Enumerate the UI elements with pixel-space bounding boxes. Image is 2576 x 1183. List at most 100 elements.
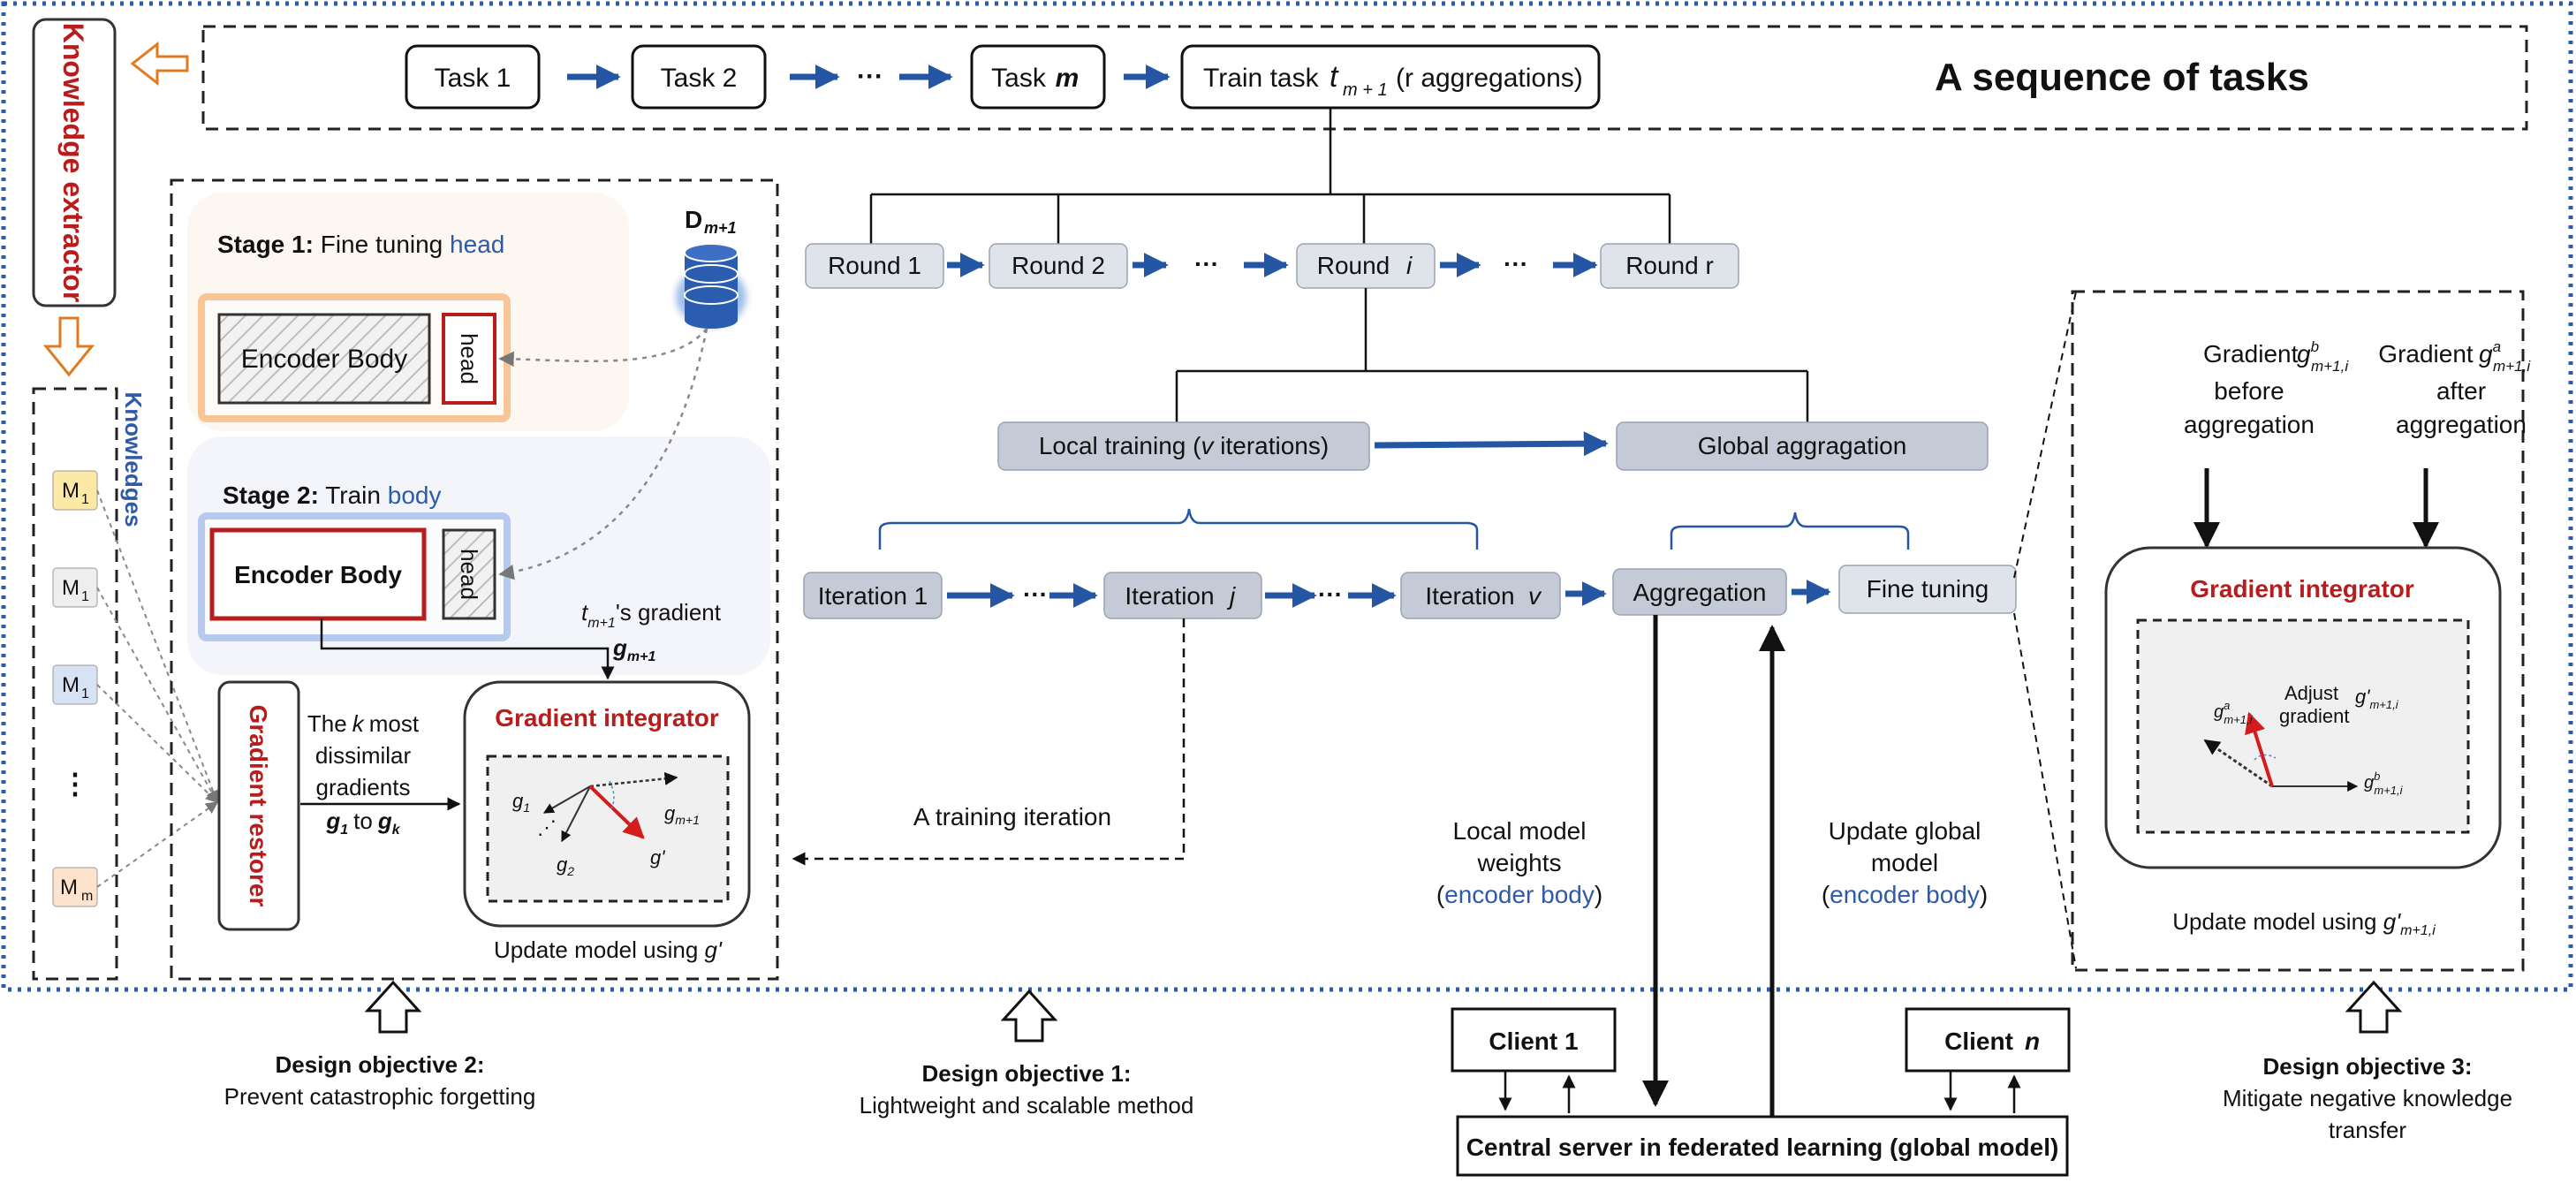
g-dots: ⋰ xyxy=(537,816,557,838)
task-2-box xyxy=(631,44,767,110)
client-1-box xyxy=(1451,1007,1617,1073)
iteration-v-label: Iteration xyxy=(1425,582,1514,610)
stage1-title: Stage 1: Fine tuning head xyxy=(217,231,504,258)
round-ellipsis-1: ··· xyxy=(1194,250,1219,277)
adjust-line2: gradient xyxy=(2279,705,2350,727)
gprime-label: g' xyxy=(650,846,665,868)
sequence-title: A sequence of tasks xyxy=(1935,56,2309,99)
train-task-box xyxy=(1180,44,1601,110)
round-r-box xyxy=(1600,243,1739,289)
round-i-var: i xyxy=(1406,252,1413,279)
g2-label: g2 xyxy=(557,853,574,878)
stage2-title: Stage 2: Train body xyxy=(223,482,441,509)
local-weights-line1: Local model xyxy=(1453,817,1587,845)
obj3-vectors xyxy=(2203,711,2359,792)
adjust-line1: Adjust xyxy=(2284,682,2338,704)
update-global-line3: (encoder body) xyxy=(1822,881,1988,908)
train-task-sub: m + 1 xyxy=(1343,80,1388,100)
knowledge-extractor-label: Knowledge extractor xyxy=(57,23,89,303)
iteration-v-box xyxy=(1400,572,1561,619)
iteration-j-label: Iteration xyxy=(1125,582,1214,610)
grad-before-label: Gradient xyxy=(2203,340,2299,368)
local-weights-line2: weights xyxy=(1477,849,1562,876)
iteration-1-label: Iteration 1 xyxy=(818,582,928,610)
grad-after-label: Gradient xyxy=(2378,340,2474,368)
objective2-text: Prevent catastrophic forgetting xyxy=(224,1083,536,1110)
objective1-text: Lightweight and scalable method xyxy=(860,1092,1194,1119)
knowledges-label: Knowledges xyxy=(120,391,147,527)
svg-text:M: M xyxy=(62,673,80,697)
task-sequence: Task 1 Task 2 ··· Task m Train task t m … xyxy=(201,25,2528,131)
svg-text:1: 1 xyxy=(81,589,89,604)
iteration-j-var: j xyxy=(1226,582,1236,610)
local-weights-line3: (encoder body) xyxy=(1436,881,1602,908)
aggregation-label: Aggregation xyxy=(1633,579,1766,606)
fine-tuning-label: Fine tuning xyxy=(1867,575,1989,603)
central-server-label: Central server in federated learning (gl… xyxy=(1466,1134,2059,1161)
global-aggregation-box xyxy=(1616,421,1989,471)
task-gradient-g: gm+1 xyxy=(612,634,655,664)
stage2-encoder-box xyxy=(209,527,427,621)
train-task-label: Train task xyxy=(1203,64,1320,93)
svg-text:M: M xyxy=(60,876,78,899)
after-line2: aggregation xyxy=(2396,411,2527,438)
task-m-var: m xyxy=(1056,64,1080,93)
fine-tuning-box xyxy=(1838,565,2017,614)
iteration-ellipsis-1: ··· xyxy=(1023,580,1048,608)
orange-left-arrow xyxy=(130,41,189,87)
round-2-box xyxy=(989,243,1128,289)
objective2-title: Design objective 2: xyxy=(276,1051,485,1078)
svg-text:1: 1 xyxy=(81,492,89,507)
client-1-label: Client 1 xyxy=(1489,1028,1578,1055)
objective2-update-label: Update model using g' xyxy=(494,937,723,963)
train-task-var: t xyxy=(1330,60,1339,94)
task-2-label: Task 2 xyxy=(661,64,738,93)
g1-label: g1 xyxy=(512,790,530,815)
dissimilar-line3: gradients xyxy=(316,774,411,800)
stage2-head-label: head xyxy=(456,549,482,600)
update-global-line1: Update global xyxy=(1829,817,1981,845)
global-aggregation-label: Global aggragation xyxy=(1698,432,1907,459)
rounds-tree: Round 1 Round 2 ··· Round i ··· Round r xyxy=(805,108,1809,422)
iteration-v-var: v xyxy=(1528,582,1542,610)
task-1-label: Task 1 xyxy=(435,64,511,93)
training-flow: Local training (v iterations) Global agg… xyxy=(792,291,2077,969)
update-global-line2: model xyxy=(1871,849,1938,876)
stage1-head-label: head xyxy=(456,333,482,384)
task-ellipsis: ··· xyxy=(857,62,883,91)
main-frame xyxy=(1,1,2573,992)
local-training-box xyxy=(997,421,1370,471)
after-line1: after xyxy=(2436,377,2486,405)
integrator-vectors xyxy=(542,771,678,843)
central-server-box xyxy=(1456,1115,2069,1177)
integrator-title: Gradient integrator xyxy=(495,704,719,732)
round-1-label: Round 1 xyxy=(828,252,921,279)
dissimilar-line2: dissimilar xyxy=(315,742,412,769)
before-line1: before xyxy=(2214,377,2284,405)
stage1-encoder-label: Encoder Body xyxy=(241,345,407,374)
objective3-line2: transfer xyxy=(2329,1117,2406,1143)
training-iteration-label: A training iteration xyxy=(913,803,1111,830)
database-icon xyxy=(676,243,746,329)
iteration-ellipsis-2: ··· xyxy=(1318,580,1343,608)
task-gradient-label: tm+1's gradient xyxy=(581,599,722,631)
round-ellipsis-2: ··· xyxy=(1504,250,1528,277)
objective2-panel: Stage 1: Fine tuning head D m+1 Encoder … xyxy=(170,178,779,981)
client-n-label: Client xyxy=(1944,1028,2013,1055)
knowledge-extractor: Knowledge extractor Knowledges M 1 M 1 M… xyxy=(32,18,220,981)
task-1-box xyxy=(405,44,541,110)
train-task-suffix: (r aggregations) xyxy=(1396,64,1583,93)
task-m-label: Task xyxy=(991,64,1047,93)
stage2-encoder-label: Encoder Body xyxy=(234,561,402,588)
svg-text:m: m xyxy=(81,889,93,904)
round-1-box xyxy=(805,243,944,289)
gradient-restorer-label: Gradient restorer xyxy=(245,705,272,907)
objective3-up-arrow xyxy=(2345,980,2403,1034)
dataset-sub: m+1 xyxy=(704,219,737,237)
client-n-var: n xyxy=(2025,1028,2040,1055)
